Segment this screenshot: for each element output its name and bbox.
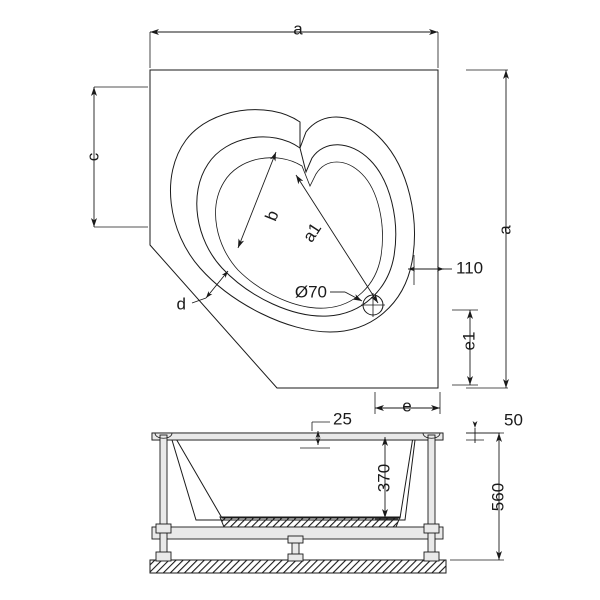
frame-leg-right <box>422 432 441 562</box>
dim-d <box>191 270 229 304</box>
drain-symbol <box>361 293 385 317</box>
tub-floor-slab <box>219 516 401 528</box>
bath-inner-rim <box>196 136 397 317</box>
label-b: b <box>261 208 282 224</box>
dim-a1 <box>295 174 379 304</box>
label-e: e <box>402 396 411 415</box>
dim-370 <box>375 437 398 520</box>
dim-50 <box>466 421 500 443</box>
label-560: 560 <box>488 483 507 511</box>
label-25: 25 <box>333 409 352 428</box>
label-50: 50 <box>504 410 523 429</box>
label-370: 370 <box>374 464 393 492</box>
label-e1: e1 <box>459 332 478 351</box>
label-drain-diameter: Ø70 <box>295 282 327 301</box>
bath-bowl-bottom <box>215 157 383 309</box>
ground-slab <box>149 559 447 574</box>
frame-rail-top <box>151 432 444 441</box>
label-a1: a1 <box>299 219 325 245</box>
label-c-left: c <box>83 152 102 161</box>
plan-view <box>91 29 509 414</box>
bath-outer-rim <box>170 109 415 333</box>
dim-e1 <box>452 309 478 386</box>
section-view <box>149 421 504 574</box>
frame-leg-left <box>154 432 173 562</box>
label-d: d <box>177 294 186 313</box>
label-a-top: a <box>293 19 303 38</box>
tray-outline <box>149 69 439 389</box>
tub-section-outline <box>151 432 444 521</box>
label-a-right: a <box>495 225 514 235</box>
dim-a-right <box>466 69 509 389</box>
dim-c-left <box>91 86 148 228</box>
dim-a-top <box>149 29 439 68</box>
dim-560 <box>450 432 504 561</box>
dim-110 <box>408 255 452 285</box>
dim-e <box>374 392 441 414</box>
label-110: 110 <box>456 258 483 277</box>
dim-25 <box>300 421 330 449</box>
dim-b <box>237 151 277 249</box>
frame-leg-center <box>287 535 304 562</box>
